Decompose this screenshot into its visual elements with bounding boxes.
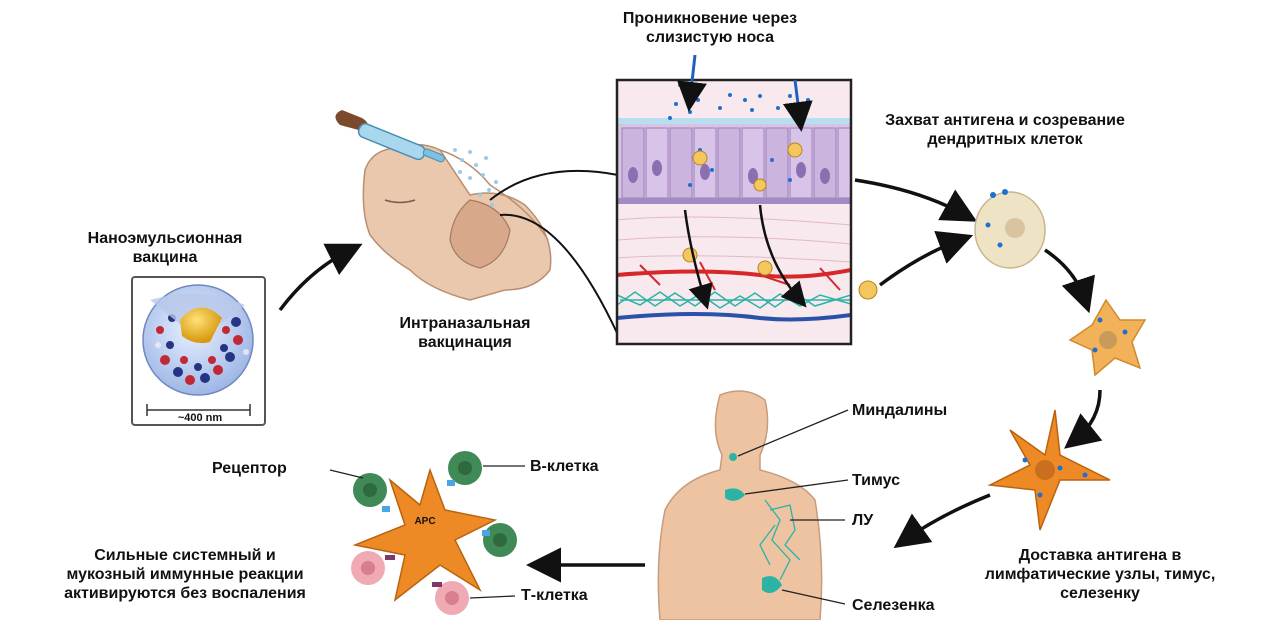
label-receptor: Рецептор <box>212 459 287 478</box>
arrow-mature-1 <box>1045 250 1085 300</box>
label-apc: APC <box>405 516 445 528</box>
b-cell-2 <box>448 451 482 485</box>
label-delivery: Доставка антигена в лимфатические узлы, … <box>980 546 1220 603</box>
face-illustration <box>335 110 618 335</box>
arrow-to-face <box>280 250 350 310</box>
arrow-to-capture <box>855 180 965 215</box>
label-scale: ~400 nm <box>150 412 250 425</box>
label-lymph-nodes: ЛУ <box>852 511 873 530</box>
nanoemulsion-panel <box>132 277 265 425</box>
tonsils-marker <box>729 453 737 461</box>
b-cell-1 <box>353 473 387 507</box>
label-intranasal: Интраназальная вакцинация <box>370 314 560 352</box>
arrow-to-body <box>905 495 990 540</box>
label-tcell: Т-клетка <box>521 586 588 605</box>
human-body-illustration <box>658 391 848 620</box>
label-bcell: В-клетка <box>530 457 598 476</box>
arrow-from-tissue <box>880 240 960 285</box>
label-result: Сильные системный и мукозный иммунные ре… <box>20 546 350 603</box>
dendritic-cell-maturing <box>1070 300 1145 375</box>
label-spleen: Селезенка <box>852 596 935 615</box>
immune-cell-cluster <box>330 451 525 615</box>
label-nanoemulsion: Наноэмульсионная вакцина <box>70 229 260 267</box>
label-thymus: Тимус <box>852 471 900 490</box>
label-capture: Захват антигена и созревание дендритных … <box>880 111 1130 149</box>
nasal-mucosa-section <box>617 80 860 344</box>
dendritic-cell-immature <box>975 189 1045 268</box>
label-tonsils: Миндалины <box>852 401 947 420</box>
migrating-dendritic-cell <box>859 281 877 299</box>
arrow-mature-2 <box>1075 390 1100 440</box>
label-penetration: Проникновение через слизистую носа <box>600 9 820 47</box>
b-cell-3 <box>483 523 517 557</box>
dendritic-cell-mature <box>990 410 1110 530</box>
t-cell-1 <box>351 551 385 585</box>
